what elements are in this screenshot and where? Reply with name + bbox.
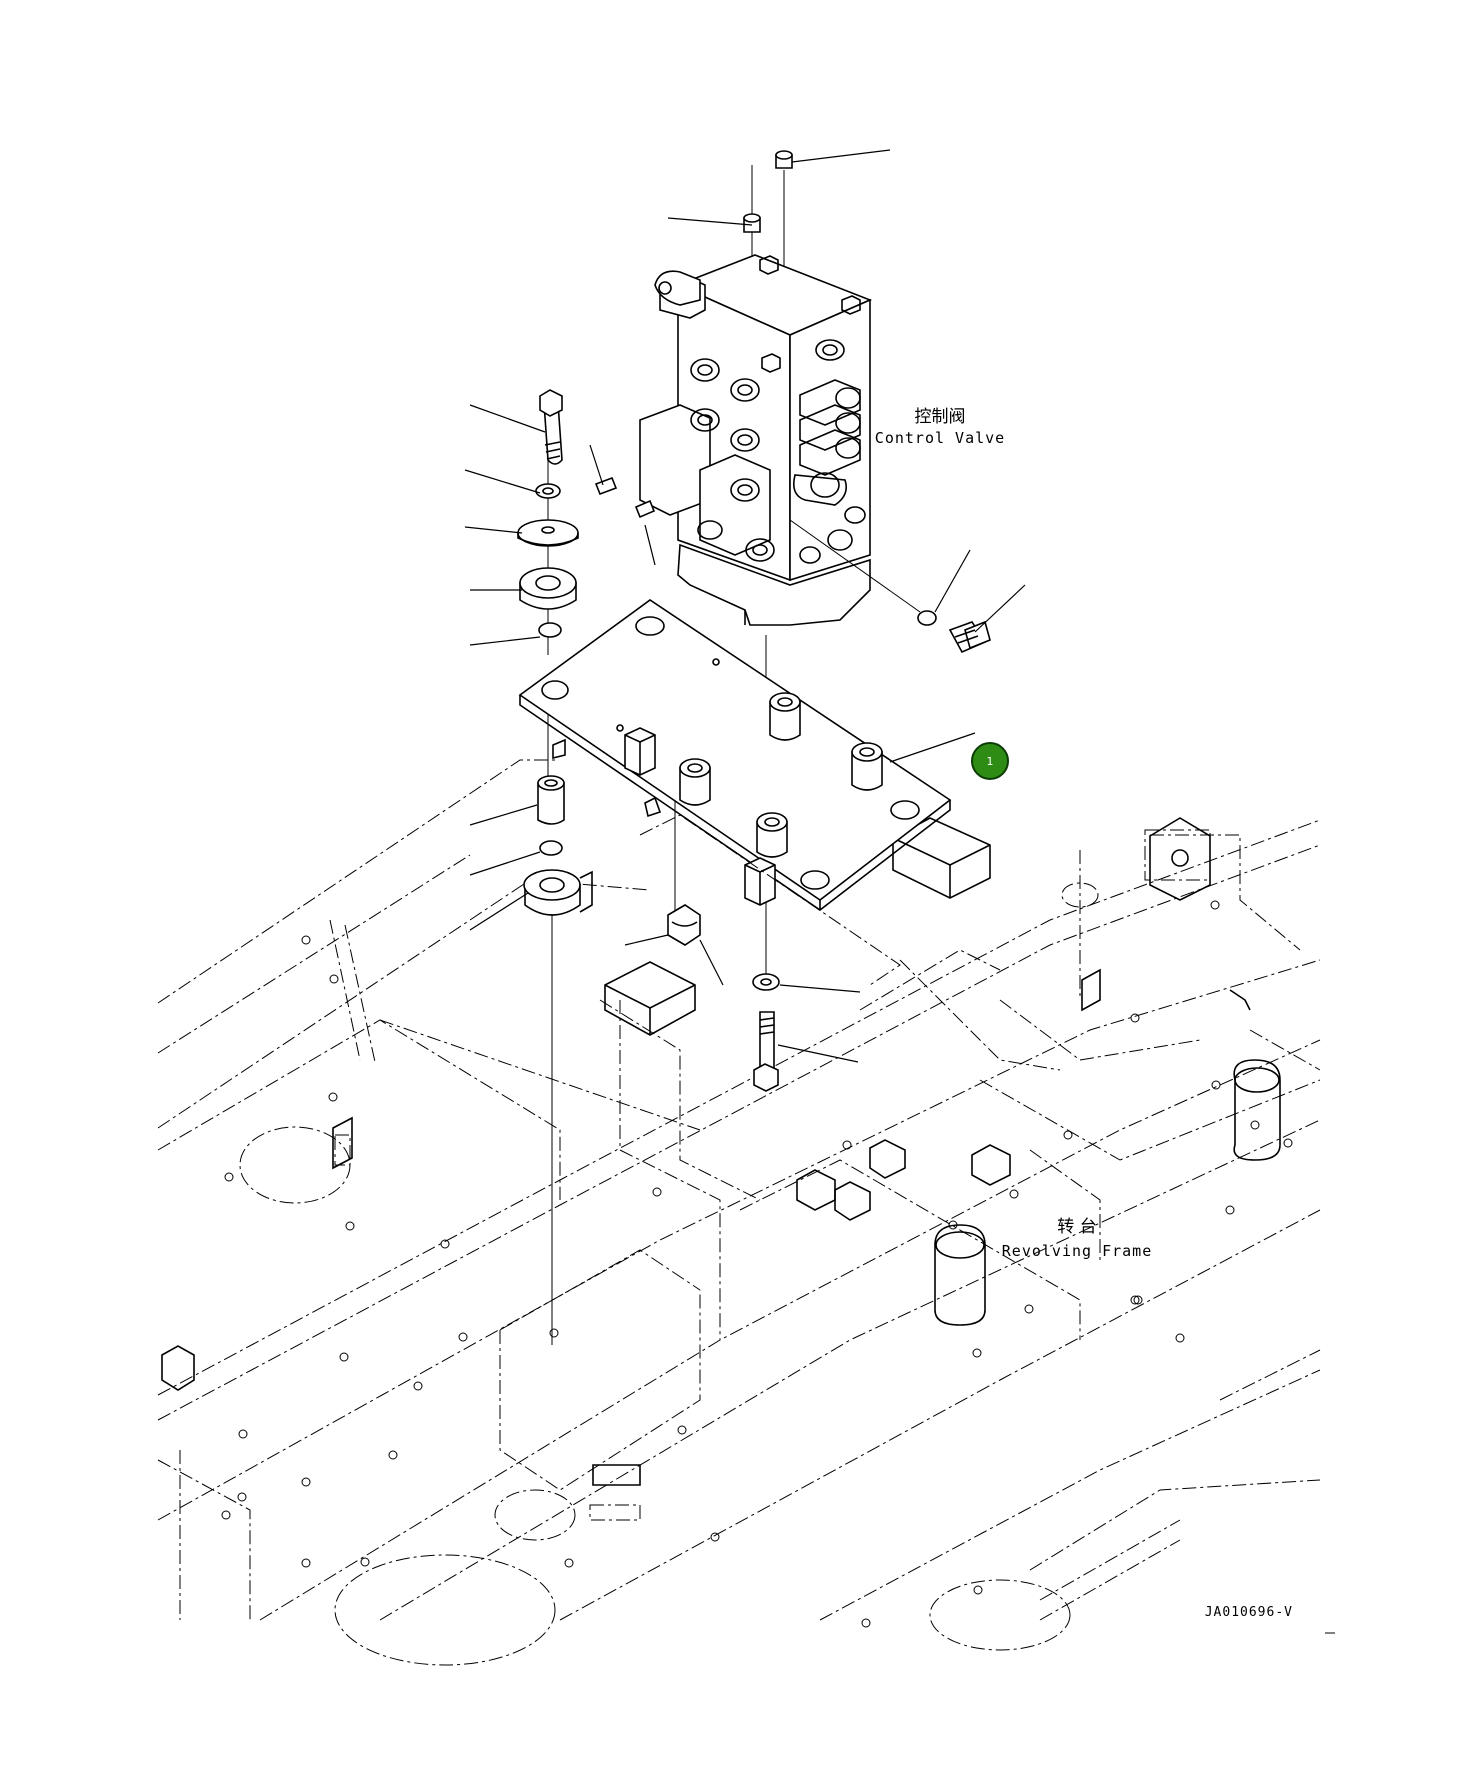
revolving-frame-label: 转 台 Revolving Frame bbox=[1002, 1217, 1152, 1260]
revolving-frame-label-cn: 转 台 bbox=[1057, 1217, 1096, 1237]
o-ring-lower bbox=[539, 840, 563, 856]
mount-bolt-upper bbox=[539, 389, 563, 465]
cushion-upper bbox=[519, 567, 577, 610]
control-valve bbox=[639, 254, 873, 626]
cushion-lower bbox=[523, 869, 593, 916]
revolving-frame-label-en: Revolving Frame bbox=[1002, 1242, 1152, 1260]
control-valve-label-cn: 控制阀 bbox=[915, 407, 966, 427]
plug-upper bbox=[775, 150, 793, 169]
control-valve-label: 控制阀 Control Valve bbox=[875, 407, 1005, 447]
part-callout-1[interactable]: 1 bbox=[971, 742, 1009, 780]
washer-large bbox=[517, 519, 579, 547]
pin-left-lower bbox=[634, 499, 656, 519]
washer-bottom bbox=[752, 973, 780, 991]
clamp bbox=[667, 904, 701, 946]
revolving-frame bbox=[157, 759, 1321, 1666]
drawing-number: JA010696-V bbox=[1205, 1605, 1293, 1620]
collar bbox=[537, 775, 565, 825]
plug-lower bbox=[743, 213, 761, 233]
leader-lines bbox=[464, 149, 1026, 1063]
o-ring-upper bbox=[538, 622, 562, 638]
washer-small bbox=[535, 483, 561, 499]
mount-bolt-lower bbox=[753, 1011, 779, 1092]
mounting-plate bbox=[518, 599, 952, 986]
callout-number: 1 bbox=[987, 755, 994, 768]
pin-left-upper bbox=[594, 476, 618, 496]
control-valve-label-en: Control Valve bbox=[875, 429, 1005, 447]
o-ring-sensor bbox=[917, 610, 937, 626]
pressure-sensor bbox=[948, 620, 991, 654]
